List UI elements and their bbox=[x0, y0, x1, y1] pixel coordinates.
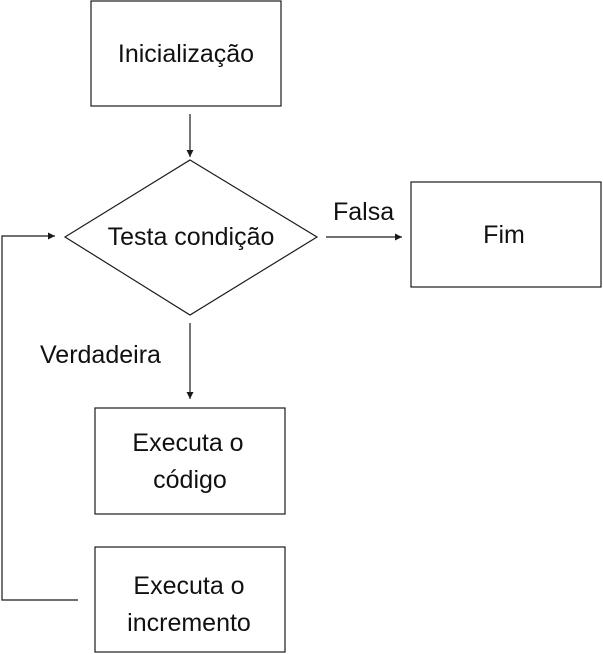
node-executa-incremento: Executa o incremento bbox=[94, 546, 286, 653]
node-testa-condicao: Testa condição bbox=[63, 159, 319, 316]
edge-label-verdadeira: Verdadeira bbox=[40, 341, 161, 369]
node-executa-incremento-line1: Executa o bbox=[133, 572, 244, 600]
node-executa-codigo-line1: Executa o bbox=[132, 429, 243, 457]
node-executa-codigo-box bbox=[94, 407, 286, 515]
node-inicializacao: Inicialização bbox=[90, 0, 282, 107]
node-fim-label: Fim bbox=[483, 221, 525, 249]
node-testa-condicao-diamond bbox=[63, 159, 319, 316]
node-executa-codigo-line2: código bbox=[153, 466, 227, 494]
node-inicializacao-label: Inicialização bbox=[118, 40, 254, 68]
node-executa-codigo: Executa o código bbox=[94, 407, 286, 515]
node-fim-box bbox=[410, 181, 602, 288]
edge-label-falsa: Falsa bbox=[333, 198, 394, 226]
node-executa-incremento-box bbox=[94, 546, 286, 653]
arrow-loop-back bbox=[1, 232, 78, 601]
node-executa-incremento-line2: incremento bbox=[127, 609, 251, 637]
node-inicializacao-box bbox=[90, 0, 282, 107]
node-fim: Fim bbox=[410, 181, 602, 288]
node-testa-condicao-label: Testa condição bbox=[108, 223, 275, 251]
